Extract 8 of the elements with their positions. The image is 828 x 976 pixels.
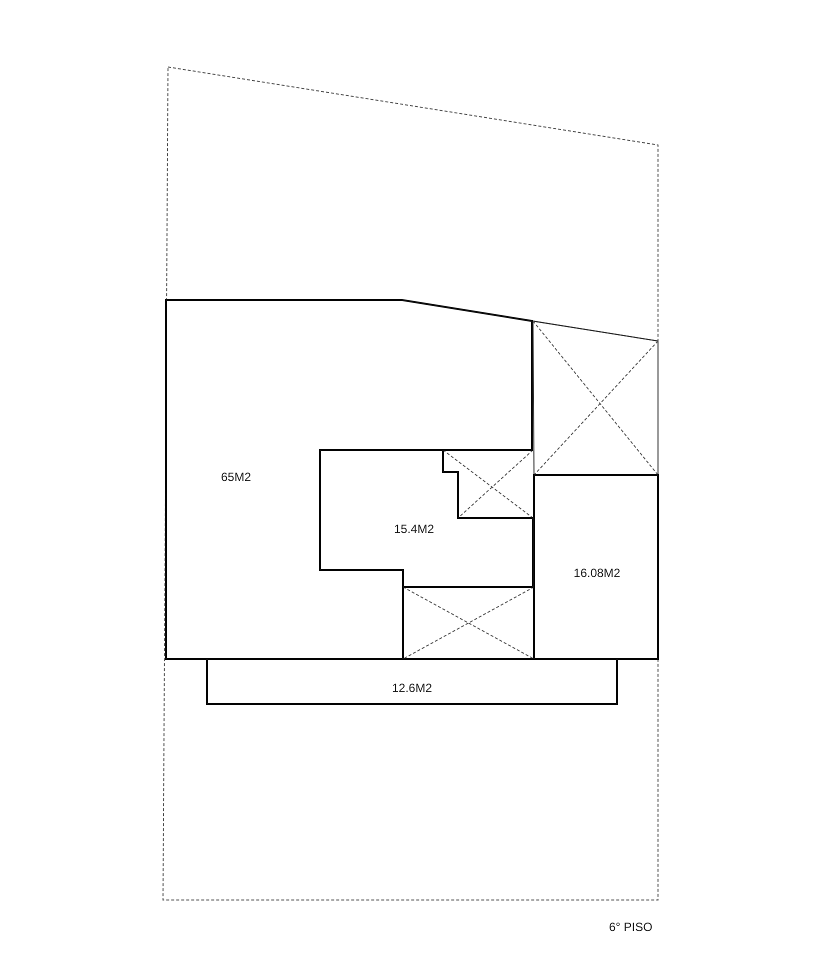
area-label: 15.4M2 [394,522,434,536]
area-label: 65M2 [220,470,252,484]
floor-label: 6° PISO [609,920,652,934]
area-label: 12.6M2 [392,681,432,695]
room-outline [207,659,617,704]
area-label: 16.08M2 [574,566,620,580]
room-outline [534,475,658,659]
room-outline [166,300,532,659]
